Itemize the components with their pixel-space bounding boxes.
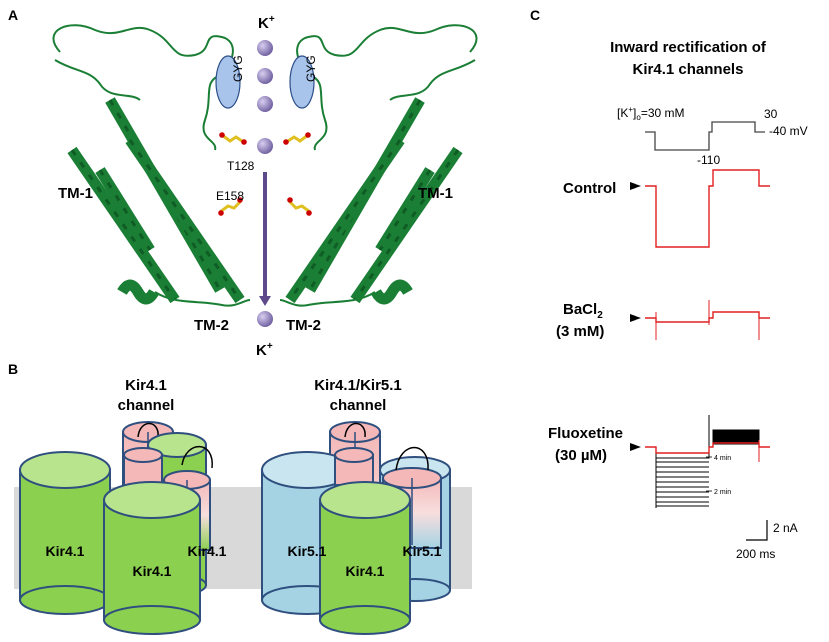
protocol-label: [K+]o=30 mM xyxy=(617,105,685,122)
panel-c-letter: C xyxy=(530,7,540,23)
kir4151-title-2: channel xyxy=(330,397,387,414)
scale-current: 2 nA xyxy=(773,521,798,535)
voltage-protocol xyxy=(645,121,765,151)
tm1-right: TM-1 xyxy=(418,185,453,202)
panel-a-letter: A xyxy=(8,7,18,23)
potassium-ions xyxy=(257,40,273,327)
cyl-kir41-d: Kir4.1 xyxy=(346,563,385,579)
label-fluoxetine-conc: (30 µM) xyxy=(555,447,607,464)
label-2min: 2 min xyxy=(714,489,731,496)
ion-label-top: K+ xyxy=(258,14,275,32)
label-bacl: BaCl2 xyxy=(563,301,603,321)
trace-bacl xyxy=(645,311,770,323)
trace-control xyxy=(645,169,770,248)
cyl-kir41-c: Kir4.1 xyxy=(188,543,227,559)
arrowhead-control xyxy=(630,182,641,190)
kir41-channel xyxy=(19,421,213,635)
kir41-title-1: Kir4.1 xyxy=(125,377,167,394)
kir4151-title-1: Kir4.1/Kir5.1 xyxy=(314,377,402,394)
tm2-left: TM-2 xyxy=(194,317,229,334)
ion-bottom xyxy=(257,311,273,327)
gyg-right: GYG xyxy=(304,55,318,82)
ion-4 xyxy=(257,138,273,154)
holding-potential: -40 mV xyxy=(769,124,808,138)
kir4151-channel xyxy=(261,421,451,635)
left-subunit-ribbon: GYG xyxy=(52,24,251,307)
right-subunit-ribbon xyxy=(279,24,478,307)
label-4min: 4 min xyxy=(714,455,731,462)
kir41-title-2: channel xyxy=(118,397,175,414)
cyl-kir41-a: Kir4.1 xyxy=(46,543,85,559)
panel-c: C Inward rectification of Kir4.1 channel… xyxy=(530,7,808,561)
scale-time: 200 ms xyxy=(736,547,775,561)
panel-b-letter: B xyxy=(8,361,18,377)
step-high: 30 xyxy=(764,107,778,121)
ion-2 xyxy=(257,68,273,84)
ion-1 xyxy=(257,40,273,56)
scale-bar xyxy=(746,520,768,541)
label-bacl-conc: (3 mM) xyxy=(556,323,604,340)
ion-label-bottom: K+ xyxy=(256,341,273,359)
panel-c-title-2: Kir4.1 channels xyxy=(633,61,744,78)
arrowhead-fluox xyxy=(630,443,641,451)
cyl-kir41-b: Kir4.1 xyxy=(133,563,172,579)
arrowhead-bacl xyxy=(630,314,641,322)
trace-fluoxetine-family xyxy=(645,415,760,508)
panel-b: B Kir4.1 channel Kir4.1/Kir5.1 channel xyxy=(8,361,472,635)
cyl-kir51-a: Kir5.1 xyxy=(288,543,327,559)
ion-flow-arrow xyxy=(259,172,271,306)
label-control: Control xyxy=(563,180,616,197)
tm2-right: TM-2 xyxy=(286,317,321,334)
ion-3 xyxy=(257,96,273,112)
label-t128: T128 xyxy=(227,159,255,173)
panel-a: A K+ K+ xyxy=(8,7,478,359)
panel-c-title-1: Inward rectification of xyxy=(610,39,767,56)
label-fluoxetine: Fluoxetine xyxy=(548,425,623,442)
tm1-left: TM-1 xyxy=(58,185,93,202)
label-e158: E158 xyxy=(216,189,244,203)
step-low: -110 xyxy=(697,153,720,167)
cyl-kir51-b: Kir5.1 xyxy=(403,543,442,559)
gyg-left: GYG xyxy=(231,55,245,82)
